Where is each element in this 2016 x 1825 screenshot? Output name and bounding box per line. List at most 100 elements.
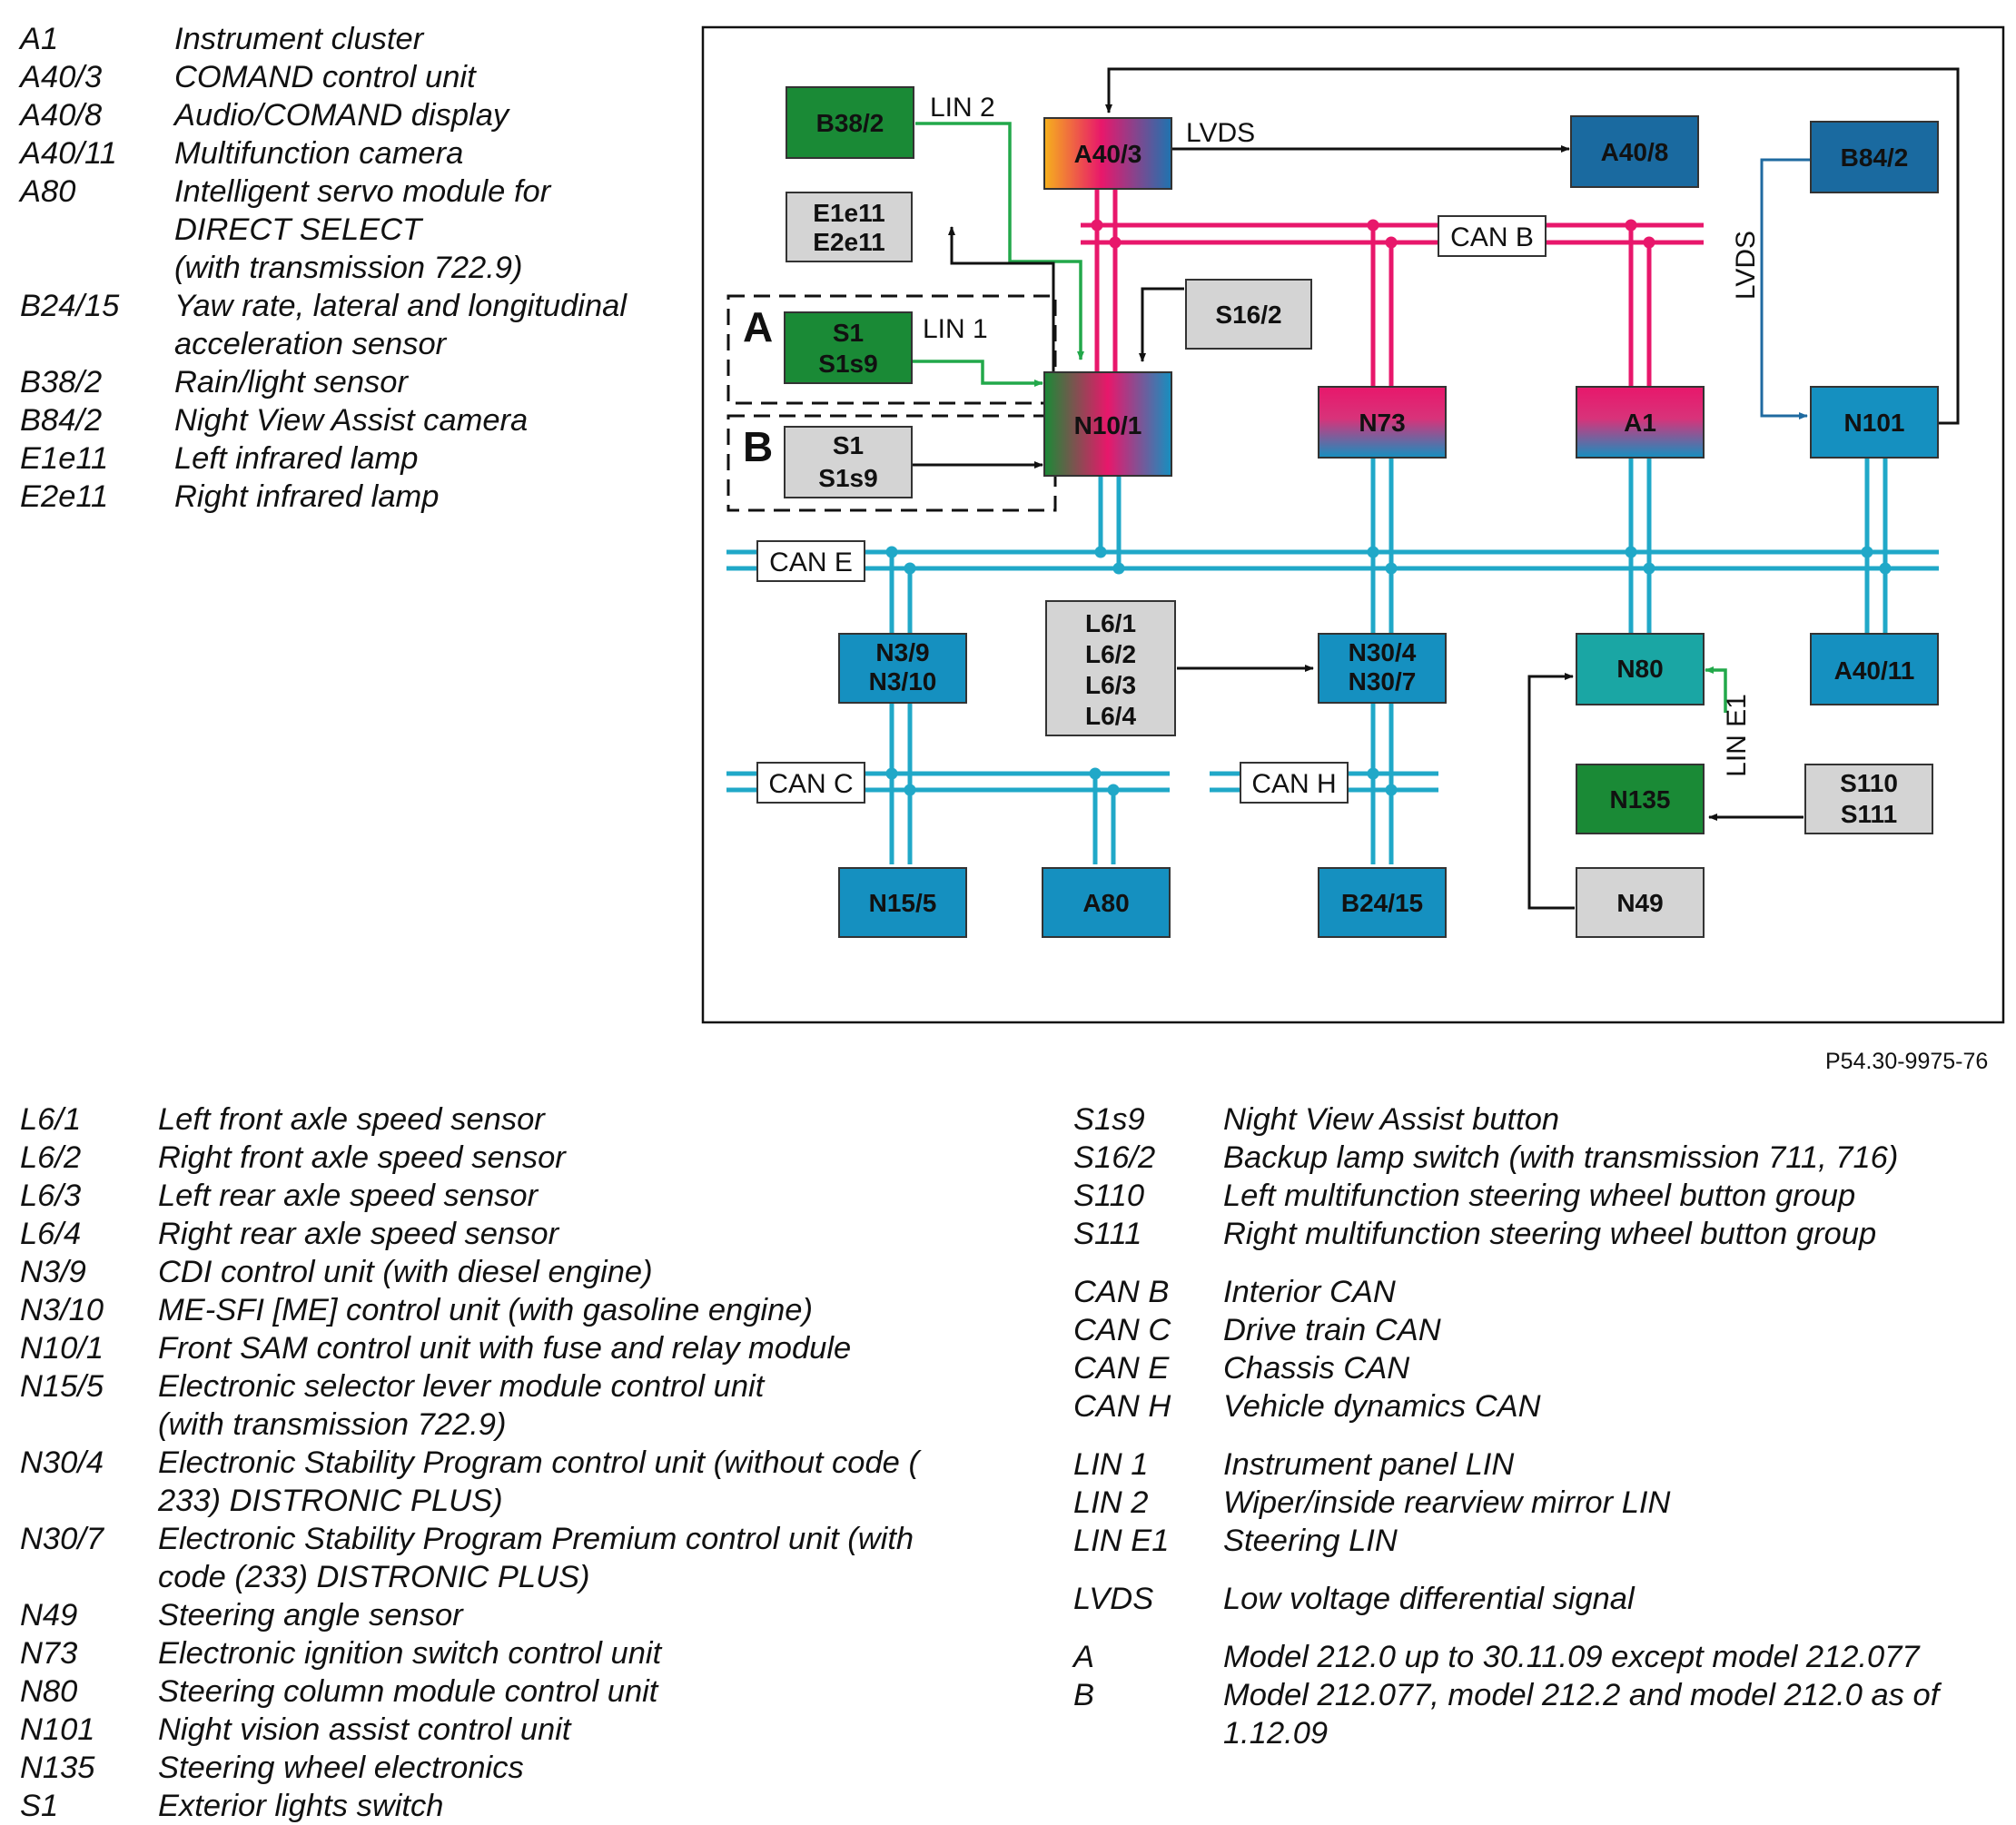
legend-description: Right infrared lamp [174, 479, 440, 514]
node-l6-4: L6/4 [1085, 702, 1136, 730]
legend-code: LIN 1 [1073, 1447, 1149, 1482]
group-a-frame [726, 294, 1057, 405]
legend-description: Interior CAN [1223, 1275, 1396, 1309]
label-lin1: LIN 1 [923, 314, 988, 344]
legend-entry: S111 Right multifunction steering wheel b… [1073, 1215, 1981, 1253]
node-l6-1: L6/1 [1085, 609, 1136, 637]
legend-entry: A40/3 COMAND control unit [20, 58, 674, 96]
legend-code: CAN B [1073, 1275, 1170, 1309]
legend-entry: N15/5 Electronic selector lever module co… [20, 1367, 928, 1444]
legend-entry: L6/3 Left rear axle speed sensor [20, 1177, 928, 1215]
legend-description: CDI control unit (with diesel engine) [158, 1255, 653, 1289]
legend-description: Instrument cluster [174, 22, 424, 56]
can-e-bus [726, 454, 1939, 634]
legend-code: LIN 2 [1073, 1485, 1149, 1520]
legend-description: (with transmission 722.9) [174, 251, 523, 285]
legend-code: L6/4 [20, 1217, 82, 1251]
node-e1e11: E1e11 [813, 199, 884, 227]
node-n3-10: N3/10 [869, 667, 937, 695]
legend-description: Electronic Stability Program Premium con… [158, 1522, 914, 1556]
legend-code: S1 [20, 1789, 59, 1823]
legend-entry: S1s9 Night View Assist button [1073, 1100, 1981, 1139]
legend-description: Left rear axle speed sensor [158, 1179, 539, 1213]
diagram-frame [701, 25, 2005, 1024]
legend-description: (with transmission 722.9) [158, 1407, 507, 1442]
legend-code: N30/4 [20, 1445, 104, 1480]
legend-code: S16/2 [1073, 1140, 1156, 1175]
legend-entry: CAN B Interior CAN [1073, 1273, 1981, 1311]
legend-description: Front SAM control unit with fuse and rel… [158, 1331, 852, 1366]
legend-description: 1.12.09 [1223, 1716, 1329, 1751]
legend-description: Vehicle dynamics CAN [1223, 1389, 1541, 1424]
legend-description: DIRECT SELECT [174, 212, 422, 247]
legend-description: Audio/COMAND display [174, 98, 509, 133]
legend-code: S111 [1073, 1217, 1142, 1251]
legend-code: B84/2 [20, 403, 103, 438]
node-n3-9: N3/9 [875, 638, 929, 666]
node-a40-8: A40/8 [1601, 138, 1669, 166]
legend-code: N15/5 [20, 1369, 104, 1404]
label-lin2: LIN 2 [930, 93, 995, 123]
legend-code: A40/11 [20, 136, 117, 171]
legend-code: L6/3 [20, 1179, 82, 1213]
legend-description: Intelligent servo module for [174, 174, 551, 209]
node-l6-2: L6/2 [1085, 640, 1136, 668]
legend-entry: A1 Instrument cluster [20, 20, 674, 58]
legend-description: Right front axle speed sensor [158, 1140, 566, 1175]
legend-code: N135 [20, 1751, 95, 1785]
legend-code: N80 [20, 1674, 78, 1709]
legend-code: B38/2 [20, 365, 103, 400]
legend-code: LVDS [1073, 1582, 1154, 1616]
legend-description: Steering LIN [1223, 1524, 1398, 1558]
legend-description: Night View Assist button [1223, 1102, 1560, 1137]
legend-code: A40/3 [20, 60, 103, 94]
node-n10-1: N10/1 [1074, 411, 1142, 439]
legend-description: Electronic selector lever module control… [158, 1369, 765, 1404]
legend-description: Steering angle sensor [158, 1598, 463, 1633]
label-lvds-side: LVDS [1731, 231, 1761, 300]
legend-description: COMAND control unit [174, 60, 476, 94]
legend-code: CAN C [1073, 1313, 1171, 1347]
legend-code: A1 [20, 22, 59, 56]
node-s1s9-a: S1s9 [818, 350, 877, 378]
legend-code: L6/1 [20, 1102, 82, 1137]
legend-description: Right rear axle speed sensor [158, 1217, 559, 1251]
legend-code: S1s9 [1073, 1102, 1145, 1137]
figure-reference-code: P54.30-9975-76 [1825, 1049, 1989, 1074]
label-group-b: B [743, 423, 773, 470]
node-a40-11: A40/11 [1834, 656, 1915, 685]
node-e2e11: E2e11 [813, 228, 884, 256]
node-a40-3: A40/3 [1074, 140, 1142, 168]
node-s1-a: S1 [833, 319, 864, 347]
legend-description: Night vision assist control unit [158, 1712, 571, 1747]
legend-description: Electronic ignition switch control unit [158, 1636, 662, 1671]
legend-description: Multifunction camera [174, 136, 464, 171]
legend-entry: A40/11 Multifunction camera [20, 134, 674, 173]
node-n135: N135 [1610, 785, 1671, 814]
legend-code: S110 [1073, 1179, 1145, 1213]
node-s1s9-b: S1s9 [818, 464, 877, 492]
legend-description: 233) DISTRONIC PLUS) [158, 1484, 503, 1518]
legend-description: Right multifunction steering wheel butto… [1223, 1217, 1877, 1251]
node-a1: A1 [1624, 409, 1656, 437]
can-b-bus [1081, 189, 1704, 387]
legend-description: Rain/light sensor [174, 365, 408, 400]
legend-description: Steering column module control unit [158, 1674, 658, 1709]
node-n80: N80 [1616, 655, 1663, 683]
